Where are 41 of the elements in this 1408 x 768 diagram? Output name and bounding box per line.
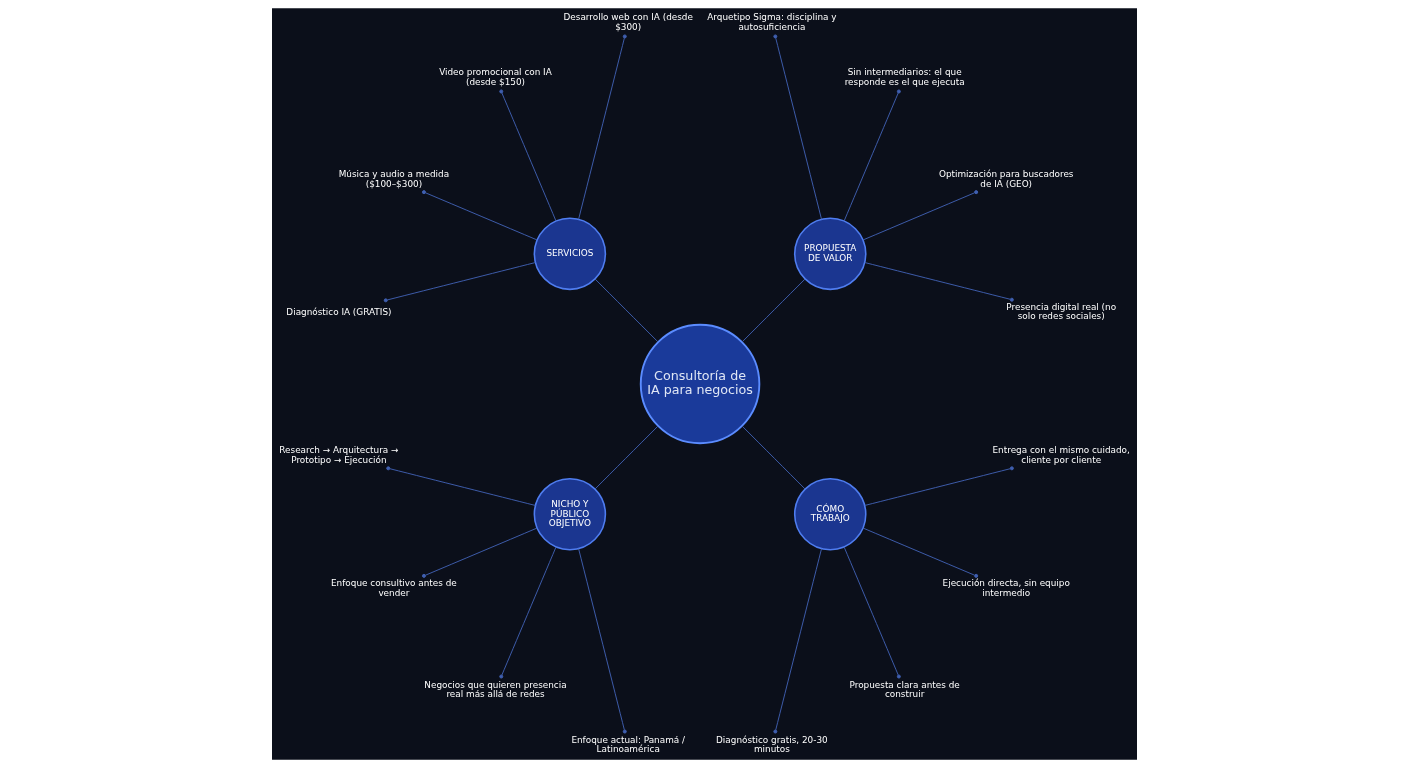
node-circle: PROPUESTA DE VALOR <box>793 217 867 291</box>
connector <box>863 466 1014 506</box>
node-text: Optimización para buscadores de IA (GEO) <box>938 169 1073 189</box>
node-text: Video promocional con IA (desde $150) <box>438 67 552 87</box>
connector <box>421 527 537 578</box>
node-circle: CÓMO TRABAJO <box>793 477 867 551</box>
connector <box>741 425 805 490</box>
node-text: Arquetipo Sigma: disciplina y autosuficiencia <box>706 12 837 32</box>
node-text: Diagnóstico gratis, 20-30 minutos <box>715 734 828 755</box>
connector <box>862 190 978 241</box>
node-text: Propuesta clara antes de construir <box>849 679 960 700</box>
connector <box>772 34 822 220</box>
node-text: Enfoque actual: Panamá / Latinoamérica <box>570 734 685 755</box>
connector <box>843 89 901 222</box>
connector <box>421 190 537 241</box>
connector <box>383 262 536 303</box>
node-text: Presencia digital real (no solo redes sociales) <box>1005 301 1116 322</box>
node-circle: SERVICIOS <box>533 217 606 291</box>
connector <box>843 546 901 679</box>
connector <box>577 34 627 220</box>
node-text: Desarrollo web con IA (desde $300) <box>563 12 693 32</box>
node-text: Negocios que quieren presencia real más allá de redes <box>423 679 567 700</box>
connector <box>498 89 556 222</box>
node-text: Research → Arquitectura → Prototipo → Ejecución <box>278 445 398 465</box>
connector <box>577 548 627 734</box>
node-text: Música y audio a medida ($100–$300) <box>338 169 449 189</box>
node-text: Enfoque consultivo antes de vender <box>330 578 457 598</box>
node-circle: Consultoría de IA para negocios <box>639 323 760 445</box>
connector <box>772 548 822 734</box>
node-text: Ejecución directa, sin equipo intermedio <box>942 578 1070 598</box>
connector <box>594 425 658 490</box>
node-text: Entrega con el mismo cuidado, cliente por cliente <box>992 445 1130 465</box>
node-text: Diagnóstico IA (GRATIS) <box>285 306 391 317</box>
connector <box>741 278 805 343</box>
connector <box>385 466 536 506</box>
connector <box>498 546 556 679</box>
node-circle: NICHO Y PÚBLICO OBJETIVO <box>533 477 606 551</box>
connector <box>863 262 1014 302</box>
connector <box>594 278 658 343</box>
connector <box>862 527 978 578</box>
node-text: Sin intermediarios: el que responde es el que ejecuta <box>844 67 965 87</box>
